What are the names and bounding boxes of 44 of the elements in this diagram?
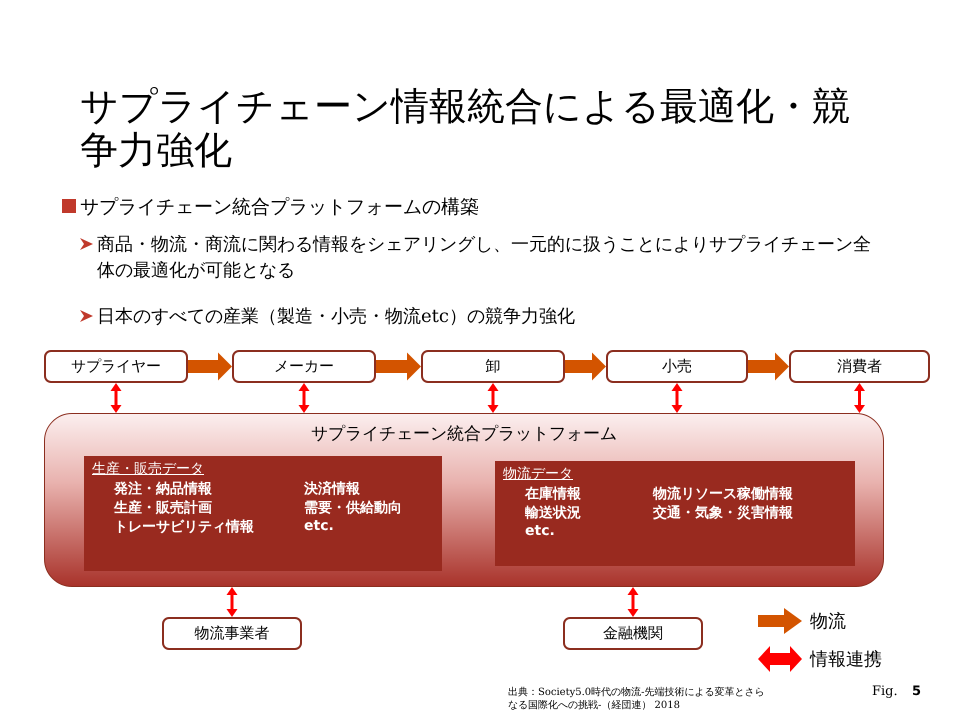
- block-arrow: [565, 352, 606, 380]
- data-item: etc.: [525, 523, 556, 539]
- data-panel: [495, 461, 855, 566]
- block-arrow: [376, 352, 421, 380]
- caption: 出典：Society5.0時代の物流-先端技術による変革とさらなる国際化への挑戦-（経団連） 2018: [508, 686, 766, 712]
- data-item: etc.: [304, 518, 335, 536]
- title: サプライチェーン情報統合による最適化・競争力強化: [80, 84, 851, 172]
- data-panel: [84, 456, 442, 571]
- data-item: 輸送状況: [525, 504, 582, 522]
- data-item: 物流リソース稼働情報: [653, 485, 794, 503]
- legend-text: 物流: [810, 610, 846, 633]
- double-arrow: [854, 383, 865, 413]
- process-box: メーカー: [232, 350, 376, 383]
- page-number: 5: [912, 684, 922, 699]
- double-arrow: [672, 383, 682, 413]
- data-item: 交通・気象・災害情報: [653, 504, 794, 522]
- data-item: 発注・納品情報: [114, 480, 213, 498]
- process-box: 卸: [421, 350, 565, 383]
- double-arrow: [226, 587, 238, 617]
- bullet-text: 商品・物流・商流に関わる情報をシェアリングし、一元的に扱うことによりサプライチェーン全体の最適化が可能となる: [97, 233, 872, 283]
- bullet-text: 日本のすべての産業（製造・小売・物流etc）の競争力強化: [97, 305, 575, 329]
- double-arrow: [628, 587, 638, 617]
- data-item: 生産・販売計画: [114, 499, 213, 517]
- figure-label: Fig.: [872, 684, 898, 699]
- block-arrow: [748, 352, 789, 380]
- double-arrow: [298, 383, 310, 413]
- process-box: 消費者: [789, 350, 930, 383]
- double-arrow: [110, 383, 122, 413]
- platform-title: サプライチェーン統合プラットフォーム: [310, 423, 618, 445]
- platform-box: [44, 413, 884, 587]
- data-item: 需要・供給動向: [304, 499, 403, 517]
- panel-heading: 物流データ: [503, 465, 573, 483]
- legend-text: 情報連携: [810, 648, 882, 671]
- block-arrow: [188, 352, 232, 380]
- bullet-heading: サプライチェーン統合プラットフォームの構築: [80, 195, 479, 220]
- data-item: 在庫情報: [525, 485, 582, 503]
- process-box: 物流事業者: [162, 617, 302, 650]
- process-box: 金融機関: [563, 617, 703, 650]
- data-item: トレーサビリティ情報: [114, 518, 255, 536]
- data-item: 決済情報: [304, 480, 361, 498]
- process-box: サプライヤー: [44, 350, 188, 383]
- panel-heading: 生産・販売データ: [92, 460, 204, 478]
- double-arrow: [488, 383, 498, 413]
- process-box: 小売: [606, 350, 748, 383]
